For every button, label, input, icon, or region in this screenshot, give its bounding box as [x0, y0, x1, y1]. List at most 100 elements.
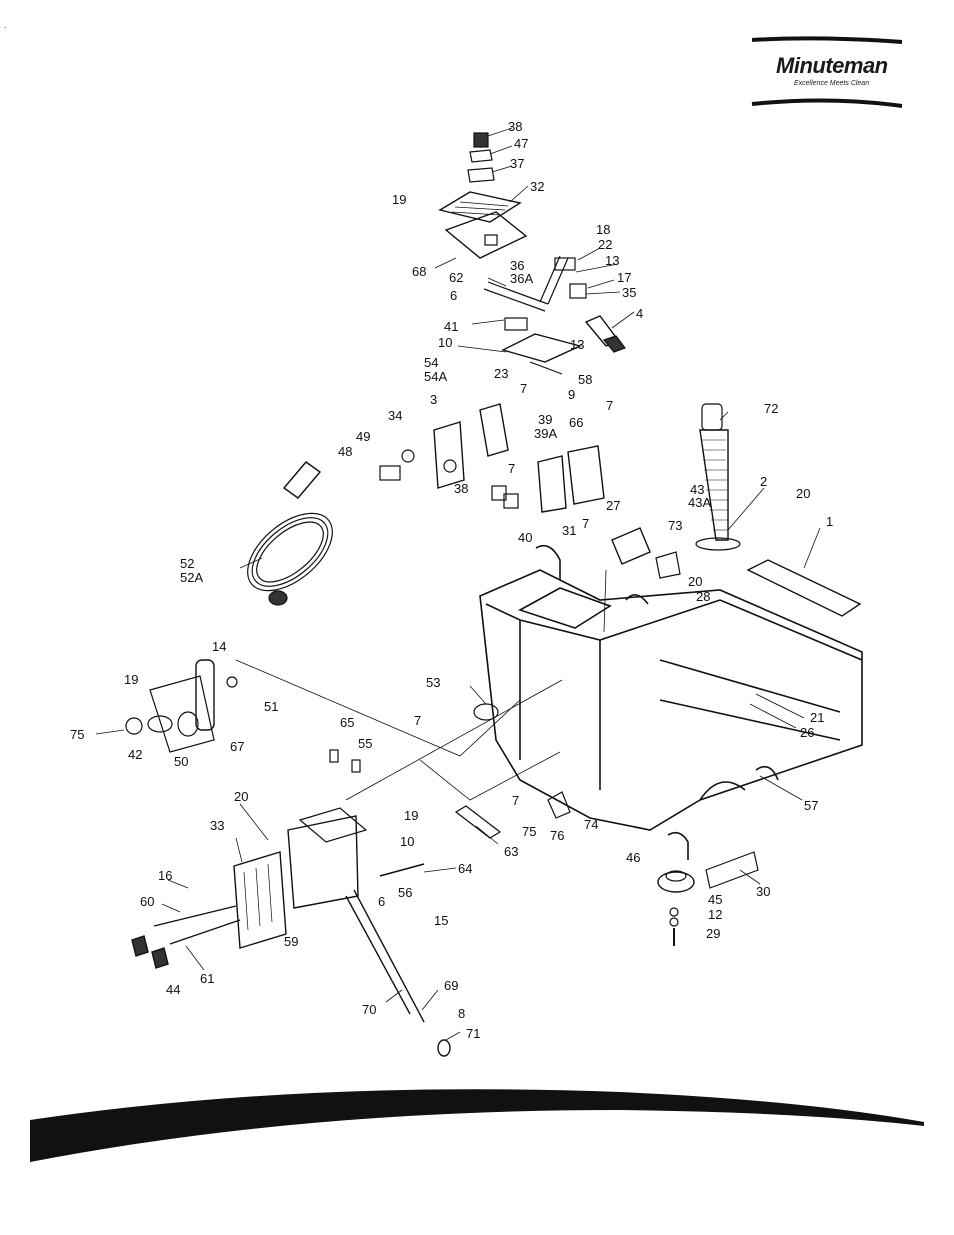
- callout-39: 39: [538, 412, 552, 427]
- callout-7-d: 7: [582, 516, 589, 531]
- callout-17: 17: [617, 270, 631, 285]
- callout-19-left: 19: [124, 672, 138, 687]
- callout-59: 59: [284, 934, 298, 949]
- callout-75-left: 75: [70, 727, 84, 742]
- callout-12: 12: [708, 907, 722, 922]
- callout-70: 70: [362, 1002, 376, 1017]
- cable-bracket: [454, 805, 502, 839]
- callout-22: 22: [598, 237, 612, 252]
- callout-42: 42: [128, 747, 142, 762]
- hand-pendant-cord: [247, 461, 333, 606]
- callout-8: 8: [458, 1006, 465, 1021]
- chassis: [479, 544, 863, 860]
- lever-assembly: [483, 255, 626, 375]
- hinge: [746, 559, 862, 617]
- callout-21: 21: [810, 710, 824, 725]
- callout-27: 27: [606, 498, 620, 513]
- callout-50: 50: [174, 754, 188, 769]
- callout-13-a: 13: [605, 253, 619, 268]
- callout-58: 58: [578, 372, 592, 387]
- callout-38-mid: 38: [454, 481, 468, 496]
- callout-49: 49: [356, 429, 370, 444]
- callout-65: 65: [340, 715, 354, 730]
- switch-box-assembly: [379, 403, 605, 513]
- callout-38-top: 38: [508, 119, 522, 134]
- callout-63: 63: [504, 844, 518, 859]
- callout-14: 14: [212, 639, 226, 654]
- pivot-rod: [379, 863, 425, 877]
- callout-51: 51: [264, 699, 278, 714]
- leader-lines: [95, 127, 821, 1041]
- callout-45: 45: [708, 892, 722, 907]
- callout-3: 3: [430, 392, 437, 407]
- callout-20-c: 20: [234, 789, 248, 804]
- callout-41: 41: [444, 319, 458, 334]
- callout-53: 53: [426, 675, 440, 690]
- callout-76: 76: [550, 828, 564, 843]
- logo-swoosh-bottom: [751, 98, 903, 108]
- solution-bracket: [125, 659, 238, 753]
- callout-46: 46: [626, 850, 640, 865]
- callout-73: 73: [668, 518, 682, 533]
- callout-19-mid: 19: [404, 808, 418, 823]
- valve-plate: [473, 703, 499, 721]
- control-rods: [131, 905, 241, 969]
- callout-7-a: 7: [520, 381, 527, 396]
- callout-10-b: 10: [400, 834, 414, 849]
- callout-15: 15: [434, 913, 448, 928]
- callout-34: 34: [388, 408, 402, 423]
- caster: [657, 870, 695, 946]
- contactor: [611, 527, 681, 579]
- callout-48: 48: [338, 444, 352, 459]
- callout-71: 71: [466, 1026, 480, 1041]
- callout-36: 36: [510, 258, 524, 273]
- callout-47: 47: [514, 136, 528, 151]
- callout-57: 57: [804, 798, 818, 813]
- brand-tagline: Excellence Meets Clean: [794, 80, 870, 87]
- callout-7-b: 7: [606, 398, 613, 413]
- logo-swoosh-top: [751, 36, 903, 44]
- callout-40: 40: [518, 530, 532, 545]
- pivot-mount: [547, 791, 571, 819]
- callout-32: 32: [530, 179, 544, 194]
- callout-61: 61: [200, 971, 214, 986]
- corner-mark: .: [4, 20, 7, 30]
- callout-43A: 43A: [688, 495, 711, 510]
- callout-20-b: 20: [688, 574, 702, 589]
- control-cables: [345, 889, 451, 1057]
- callout-56: 56: [398, 885, 412, 900]
- callout-54: 54: [424, 355, 438, 370]
- callout-60: 60: [140, 894, 154, 909]
- callout-54A: 54A: [424, 369, 447, 384]
- callout-29: 29: [706, 926, 720, 941]
- callout-64: 64: [458, 861, 472, 876]
- callout-72: 72: [764, 401, 778, 416]
- callout-62: 62: [449, 270, 463, 285]
- callout-16: 16: [158, 868, 172, 883]
- callout-26: 26: [800, 725, 814, 740]
- brand-logo: Minuteman: [776, 53, 888, 78]
- callout-2: 2: [760, 474, 767, 489]
- callout-19-top: 19: [392, 192, 406, 207]
- callout-4: 4: [636, 306, 643, 321]
- footer-swoosh: [30, 1089, 924, 1162]
- callout-28: 28: [696, 589, 710, 604]
- callout-43: 43: [690, 482, 704, 497]
- callout-7-f: 7: [512, 793, 519, 808]
- control-panel-assembly: [438, 132, 528, 259]
- callout-37: 37: [510, 156, 524, 171]
- callout-10-a: 10: [438, 335, 452, 350]
- callout-74: 74: [584, 817, 598, 832]
- callout-39A: 39A: [534, 426, 557, 441]
- callout-20-a: 20: [796, 486, 810, 501]
- callout-31: 31: [562, 523, 576, 538]
- callout-13-b: 13: [570, 337, 584, 352]
- callout-1: 1: [826, 514, 833, 529]
- callout-23: 23: [494, 366, 508, 381]
- callout-52: 52: [180, 556, 194, 571]
- callout-33: 33: [210, 818, 224, 833]
- callout-35: 35: [622, 285, 636, 300]
- drain-hose: [695, 403, 741, 551]
- callout-6-a: 6: [450, 288, 457, 303]
